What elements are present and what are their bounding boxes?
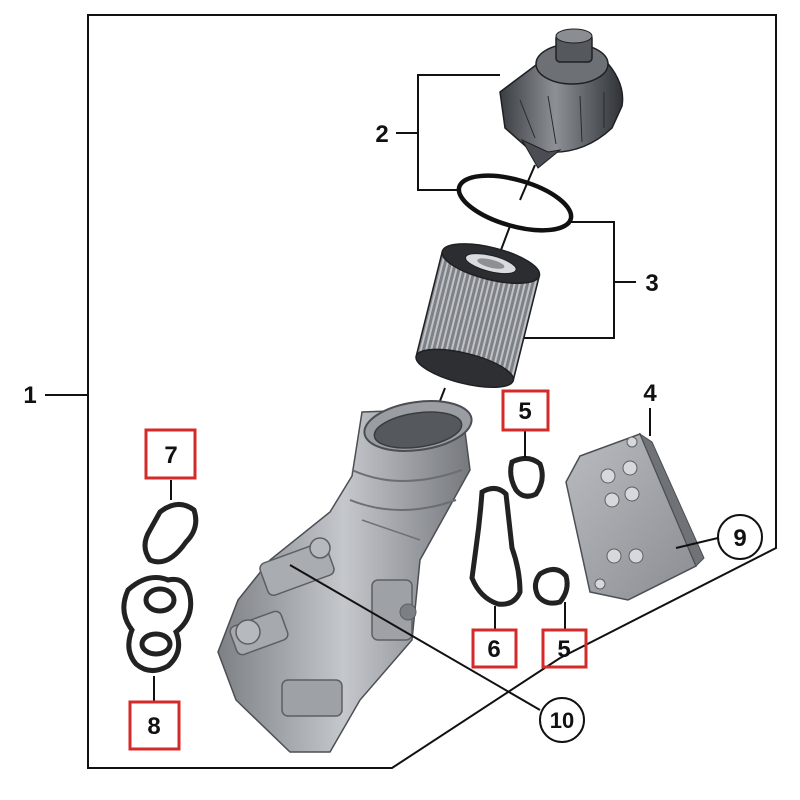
- bracket-2: [417, 74, 500, 191]
- callout-2: 2: [375, 121, 388, 148]
- filter-housing: [217, 400, 473, 753]
- callout-circle-10: [539, 697, 585, 743]
- gasket-8: [121, 575, 194, 673]
- gasket-5-upper: [508, 456, 545, 499]
- highlight-box-5-lower: [541, 628, 588, 669]
- callout-5-upper: 5: [518, 398, 531, 425]
- callout-9: 9: [733, 525, 746, 552]
- callout-1: 1: [23, 382, 36, 409]
- leader-10: [289, 564, 541, 711]
- callout-3: 3: [645, 270, 658, 297]
- callout-circle-9: [717, 514, 763, 560]
- gasket-6: [469, 486, 523, 607]
- oil-filter-cap: [499, 28, 624, 169]
- leader-9: [675, 537, 719, 549]
- bracket-3: [520, 221, 615, 339]
- assembly-frame: [87, 14, 777, 769]
- oil-cooler: [565, 432, 705, 601]
- gasket-5-lower: [532, 567, 570, 606]
- filter-element: [415, 243, 541, 389]
- callout-4: 4: [643, 380, 657, 407]
- highlight-box-6: [471, 628, 518, 669]
- highlight-box-5-upper: [501, 389, 550, 432]
- callout-7: 7: [164, 442, 177, 469]
- callout-10: 10: [550, 708, 574, 733]
- highlight-box-8: [128, 700, 181, 751]
- callout-8: 8: [147, 713, 160, 740]
- callout-6: 6: [487, 636, 500, 663]
- callout-5-lower: 5: [557, 636, 570, 663]
- gasket-7: [142, 502, 199, 565]
- cap-o-ring: [456, 173, 574, 233]
- highlight-box-7: [144, 428, 197, 480]
